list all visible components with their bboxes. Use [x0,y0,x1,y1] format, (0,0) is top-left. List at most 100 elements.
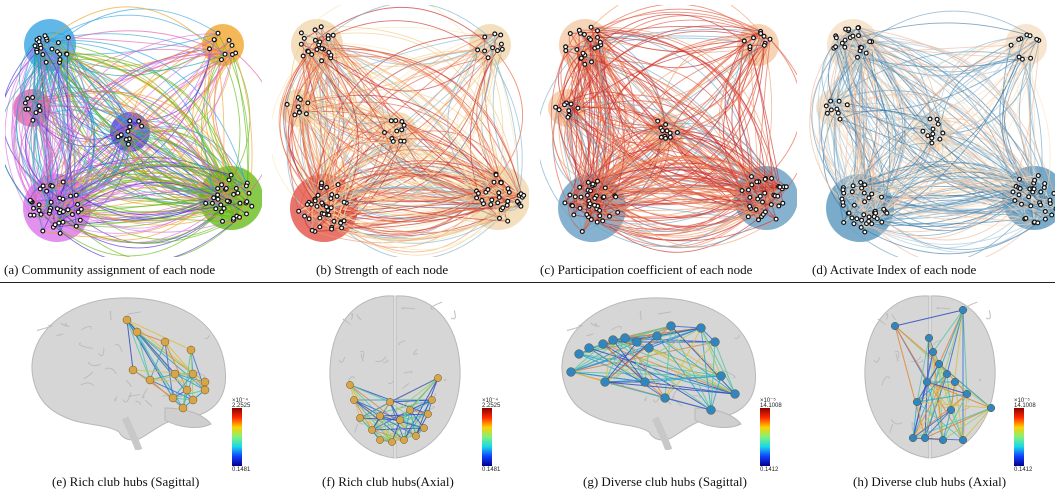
network-edge [846,104,874,228]
network-node [823,103,829,109]
network-edge [739,38,787,188]
network-edge [332,35,509,190]
network-edge [597,5,766,44]
network-node [761,33,767,39]
network-node [235,190,241,196]
hub-edge [149,379,184,409]
network-edge [25,108,67,211]
network-edge [859,41,873,195]
hub-edge [924,407,992,439]
network-node [30,117,36,123]
network-edge [59,120,139,199]
network-node [940,130,946,136]
network-node [401,122,407,128]
network-edge [579,53,593,188]
network-edge [660,127,766,180]
network-edge [301,5,478,51]
network-node [866,214,872,220]
network-edge [756,178,772,217]
network-edge [597,36,767,212]
network-node [578,55,584,61]
network-node [576,27,582,33]
network-node [335,182,341,188]
hub-edge [604,381,666,399]
hub-edge [126,319,192,351]
network-node [317,39,323,45]
network-edge [845,39,1051,201]
network-edge [314,34,501,201]
network-node [574,46,580,52]
network-edge [314,172,477,200]
network-node [846,26,852,32]
network-node [584,212,590,218]
network-node [221,205,227,211]
network-edge [5,45,36,216]
network-node [588,217,594,223]
hub-edge [926,381,944,441]
network-node [314,203,320,209]
network-node [233,185,239,191]
network-edge [592,174,777,220]
network-node [246,190,252,196]
network-node [930,126,936,132]
hub-node [716,371,726,381]
network-edge [821,57,869,222]
hub-node [406,406,414,414]
network-node [1019,56,1025,62]
network-node [475,47,481,53]
network-edge [311,53,500,219]
hub-node [920,433,930,443]
network-node [1027,33,1033,39]
network-node [663,121,669,127]
network-node [479,197,485,203]
network-node [207,46,213,52]
network-edge [27,98,47,202]
network-edge [597,37,758,183]
network-edge [34,45,248,190]
network-node [40,51,46,57]
network-edge [307,186,477,205]
hub-edge [942,409,952,441]
network-node [570,203,576,209]
network-node [851,202,857,208]
network-edge [16,42,59,203]
network-edge [298,97,500,219]
network-node [578,194,584,200]
hub-edge [604,337,626,383]
network-node [298,30,304,36]
network-node [1047,197,1053,203]
network-edge [29,52,236,216]
network-edge [129,48,210,127]
network-node [866,218,872,224]
network-edge [58,42,223,185]
hub-edge [164,341,174,399]
hub-edge [353,399,393,443]
network-edge [76,207,225,227]
network-edge [665,122,772,179]
network-node [505,218,511,224]
network-node [485,55,491,61]
hub-edge [670,325,736,395]
network-node [393,118,399,124]
hub-node [666,321,676,331]
network-edge [301,32,489,190]
colorbar-g-min: 0.1412 [760,467,779,473]
network-edge [331,194,508,222]
colorbar-h-exp: ×10⁻⁵ [1014,398,1030,404]
network-node [658,134,664,140]
network-node [312,27,318,33]
network-edge [49,202,207,241]
hub-edge [926,381,968,395]
network-node [220,218,226,224]
network-edge [567,194,583,232]
hub-node [730,389,740,399]
network-edge [52,48,210,228]
network-node [328,196,334,202]
network-node [580,50,586,56]
network-edge [875,180,1046,214]
network-node [846,210,852,216]
network-edge [59,158,226,199]
network-node [841,220,847,226]
network-node [341,218,347,224]
network-edge [331,48,503,230]
